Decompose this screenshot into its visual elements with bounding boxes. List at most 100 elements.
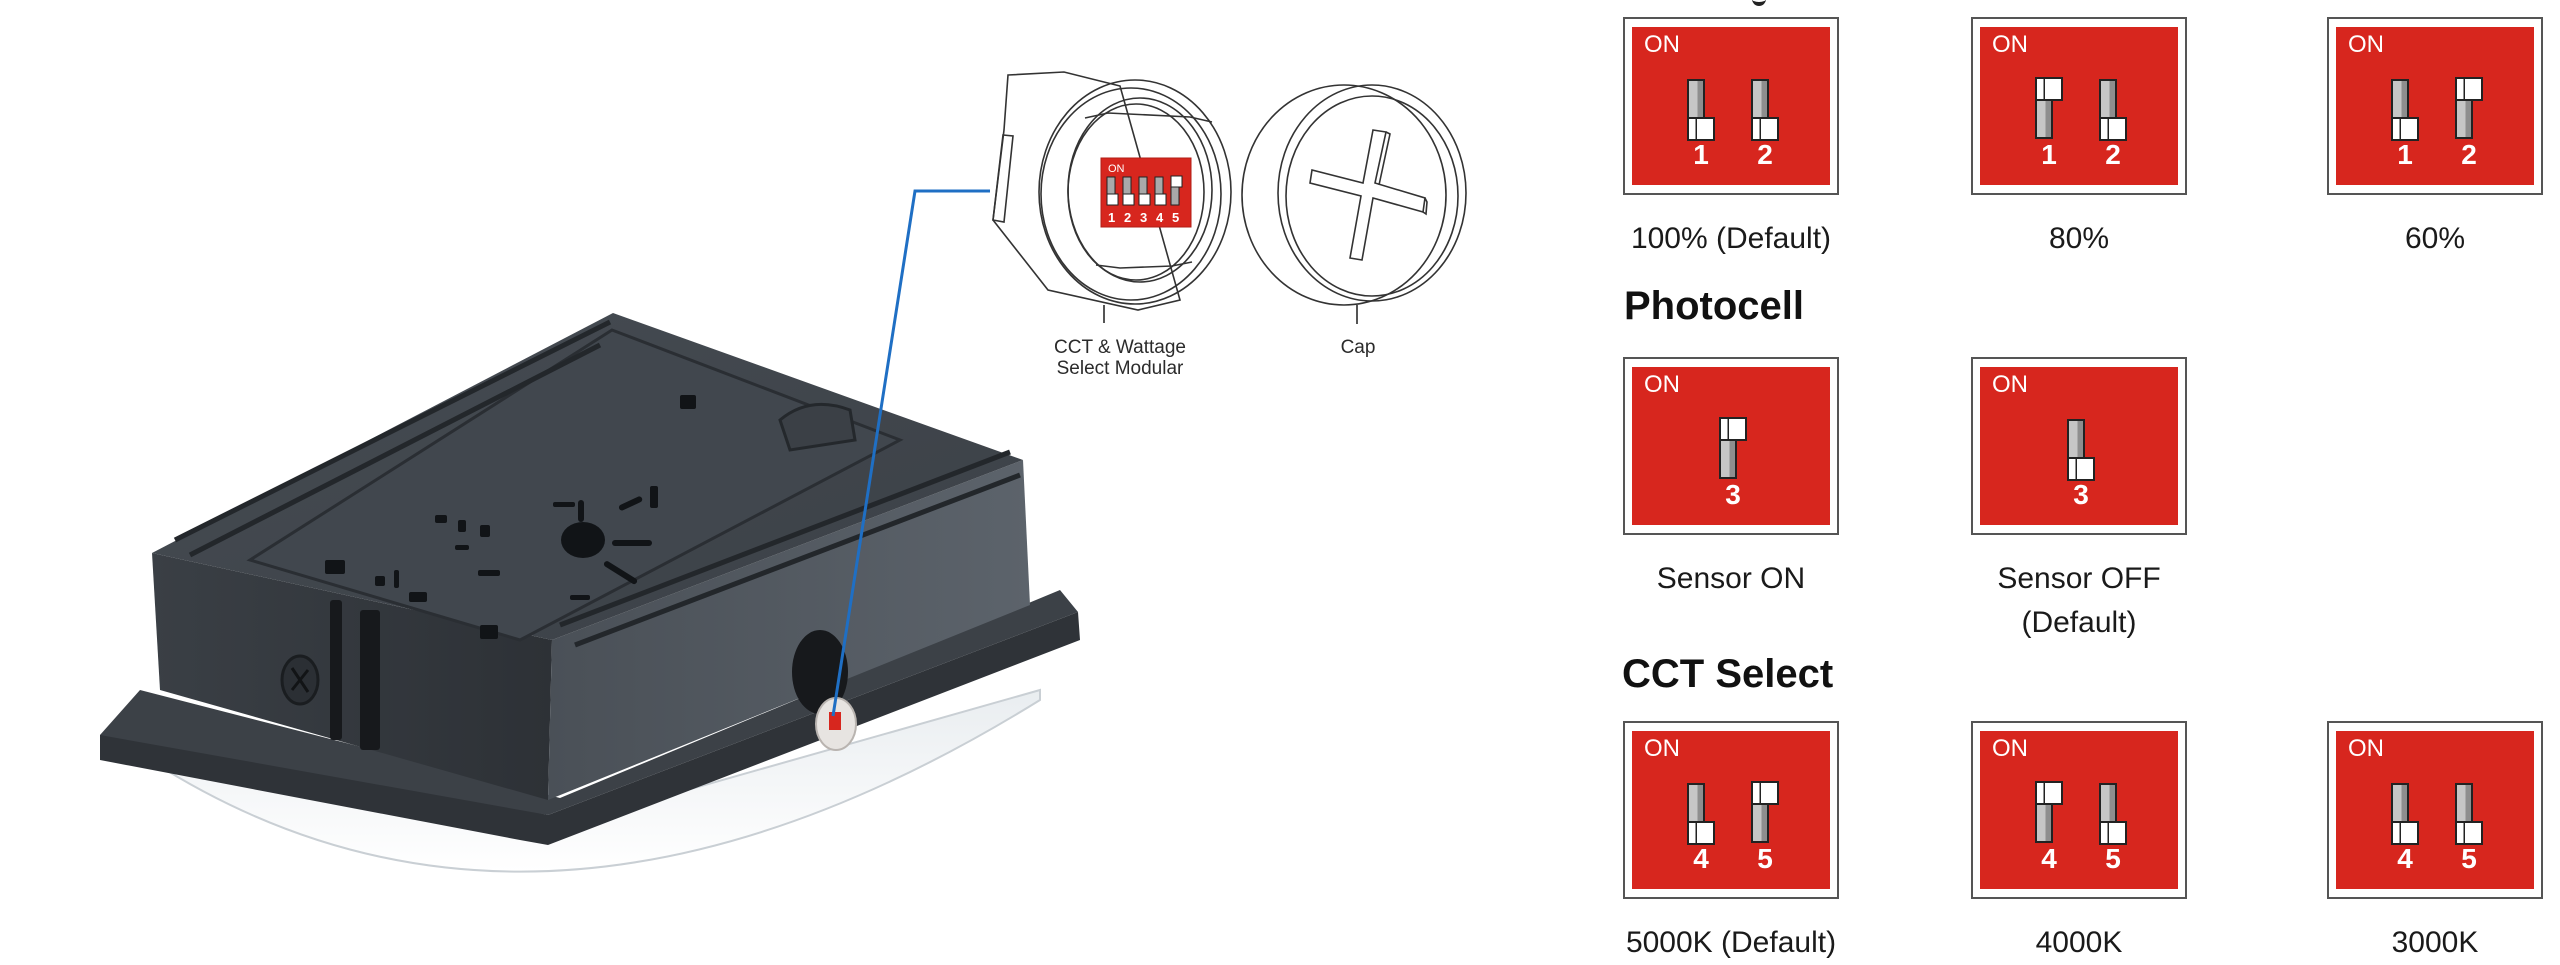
- switch-knob: [2455, 821, 2483, 845]
- dip-switch-2-off: [1749, 79, 1779, 141]
- switch-knob: [1751, 781, 1779, 805]
- dip-switch-body: ON 4 5: [2336, 731, 2534, 889]
- module-switch-1-off: 1: [1106, 176, 1119, 225]
- fixture-mounting-holes: [325, 395, 696, 639]
- fixture-top-ridges: [173, 319, 1021, 648]
- switch-number: 1: [1693, 139, 1709, 170]
- setting-label-wattage-1: 100% (Default): [1630, 222, 1832, 255]
- dip-switch-4-off: [1685, 783, 1715, 845]
- module-switch-5-on: 5: [1170, 175, 1183, 225]
- dip-switch-4-off: [2389, 783, 2419, 845]
- cutoff-heading-fragment: [1752, 0, 1766, 6]
- module-dip-on-label: ON: [1108, 163, 1125, 175]
- switch-knob: [1687, 821, 1715, 845]
- module-label-line2: Select Modular: [1056, 358, 1184, 379]
- switch-number: 5: [1757, 843, 1773, 874]
- dip-switch-body: ON 3: [1980, 367, 2178, 525]
- cct-select-heading: CCT Select: [1622, 652, 1834, 696]
- switch-knob: [2391, 117, 2419, 141]
- module-leader-line: [831, 189, 990, 717]
- fixture-lens: [149, 688, 1041, 873]
- dip-card-cct-3: ON 4 5: [2327, 721, 2543, 899]
- dip-switch-5-off: [2097, 783, 2127, 845]
- switch-knob: [1687, 117, 1715, 141]
- dip-on-label: ON: [1992, 735, 2028, 762]
- dip-switch-body: ON 1 2: [2336, 27, 2534, 185]
- fixture-sensor-port: [792, 630, 857, 751]
- dip-card-photocell-2: ON 3: [1971, 357, 2187, 535]
- switch-knob: [2099, 117, 2127, 141]
- module-callout-label: CCT & Wattage Select Modular: [1030, 337, 1210, 379]
- dip-switch-body: ON 4 5: [1980, 731, 2178, 889]
- dip-switch-body: ON 3: [1632, 367, 1830, 525]
- switch-number: 5: [2105, 843, 2121, 874]
- switch-knob: [2391, 821, 2419, 845]
- dip-on-label: ON: [2348, 735, 2384, 762]
- dip-card-photocell-1: ON 3: [1623, 357, 1839, 535]
- switch-number: 3: [1725, 479, 1741, 510]
- dip-switch-5-on: [1749, 781, 1779, 845]
- dip-switch-1-off: [2389, 79, 2419, 141]
- dip-switch-body: ON 4 5: [1632, 731, 1830, 889]
- setting-label-cct-1: 5000K (Default): [1625, 926, 1837, 959]
- dip-switch-2-on: [2453, 77, 2483, 141]
- switch-number: 4: [1693, 843, 1709, 874]
- switch-number: 1: [2397, 139, 2413, 170]
- dip-on-label: ON: [1992, 31, 2028, 58]
- dip-on-label: ON: [2348, 31, 2384, 58]
- fixture-side-screw: [280, 654, 320, 706]
- module-switch-number: 1: [1108, 210, 1115, 225]
- dip-switch-2-off: [2097, 79, 2127, 141]
- dip-switch-1-on: [2033, 77, 2063, 141]
- fixture-side-slots: [330, 600, 380, 750]
- setting-label-cct-2: 4000K: [2035, 926, 2123, 959]
- dip-switch-1-off: [1685, 79, 1715, 141]
- switch-number: 1: [2041, 139, 2057, 170]
- fixture-left-face: [152, 553, 552, 800]
- dip-on-label: ON: [1644, 31, 1680, 58]
- switch-number: 2: [2461, 139, 2477, 170]
- module-label-line1: CCT & Wattage: [1054, 337, 1186, 358]
- dip-card-cct-2: ON 4 5: [1971, 721, 2187, 899]
- switch-knob: [2067, 457, 2095, 481]
- select-module-drawing: [992, 71, 1232, 311]
- switch-knob: [2035, 781, 2063, 805]
- setting-label-wattage-2: 80%: [2048, 222, 2110, 255]
- dip-switch-3-off: [2065, 419, 2095, 481]
- switch-number: 3: [2073, 479, 2089, 510]
- dip-card-wattage-3: ON 1 2: [2327, 17, 2543, 195]
- switch-number: 4: [2397, 843, 2413, 874]
- fixture-mounting-plate: [246, 328, 904, 642]
- dip-switch-3-on: [1717, 417, 1747, 481]
- module-switch-4-off: 4: [1154, 176, 1167, 225]
- switch-knob: [2099, 821, 2127, 845]
- module-switch-2-off: 2: [1122, 176, 1135, 225]
- module-switch-number: 5: [1172, 210, 1179, 225]
- switch-number: 5: [2461, 843, 2477, 874]
- setting-label-cct-3: 3000K: [2391, 926, 2479, 959]
- fixture-front-face: [548, 460, 1030, 800]
- switch-knob: [1719, 417, 1747, 441]
- dip-card-cct-1: ON 4 5: [1623, 721, 1839, 899]
- module-switch-3-off: 3: [1138, 176, 1151, 225]
- dip-on-label: ON: [1992, 371, 2028, 398]
- setting-label-photocell-1: Sensor ON: [1656, 562, 1806, 595]
- dip-on-label: ON: [1644, 371, 1680, 398]
- dip-switch-5-off: [2453, 783, 2483, 845]
- switch-knob: [2455, 77, 2483, 101]
- setting-label-photocell-2: Sensor OFF(Default): [1919, 557, 2239, 645]
- photocell-heading: Photocell: [1624, 284, 1805, 328]
- switch-knob: [2035, 77, 2063, 101]
- dip-on-label: ON: [1644, 735, 1680, 762]
- switch-number: 4: [2041, 843, 2057, 874]
- fixture-base-flange: [100, 590, 1080, 845]
- module-switch-number: 4: [1156, 210, 1164, 225]
- fixture-bracket-tab: [778, 402, 857, 452]
- module-switch-number: 3: [1140, 210, 1147, 225]
- cap-callout-label: Cap: [1340, 337, 1376, 358]
- cap-drawing: [1241, 84, 1467, 306]
